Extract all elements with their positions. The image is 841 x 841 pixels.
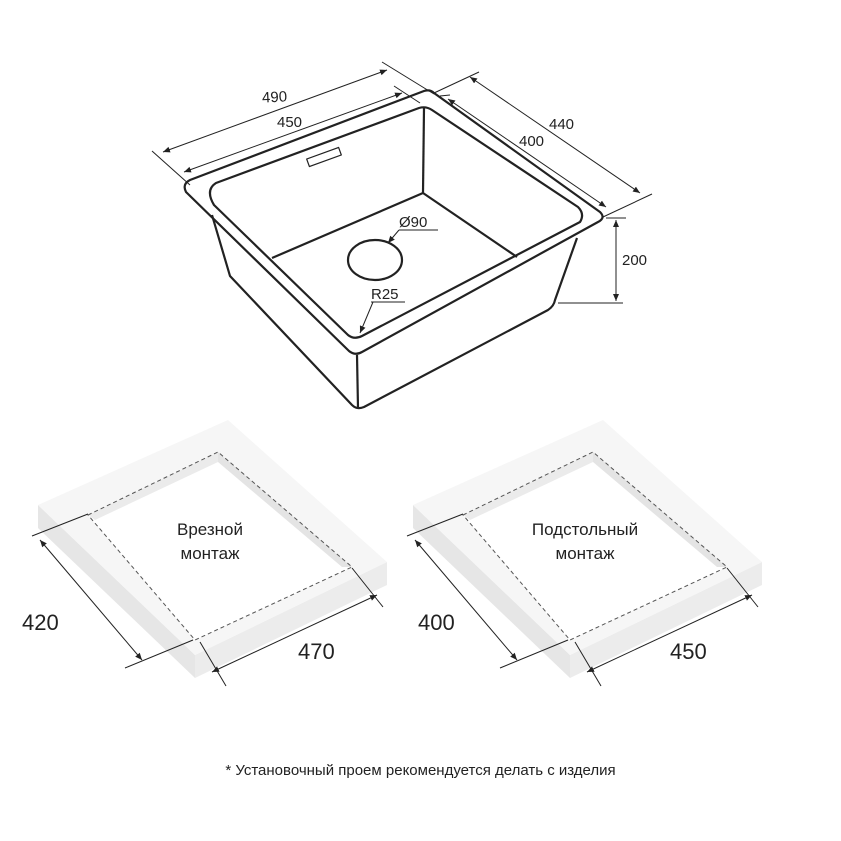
dim-drain: Ø90 <box>399 214 427 231</box>
mounting-flush-depth: 420 <box>22 610 59 635</box>
dim-height: 200 <box>622 252 647 269</box>
mounting-label-undermount-line1: Подстольный <box>532 520 638 539</box>
sink-front-edge <box>355 354 360 409</box>
footnote: * Установочный проем рекомендуется делат… <box>225 762 616 779</box>
mounting-slab-flush: Врезной монтаж 420 470 <box>22 420 387 687</box>
sink-drawing <box>183 89 604 410</box>
mounting-flush-width: 470 <box>298 639 335 664</box>
dim-outer-width: 490 <box>262 88 288 106</box>
sink-back-edge <box>421 107 426 194</box>
mounting-label-flush-line1: Врезной <box>177 520 243 539</box>
sink-rim-outer <box>183 89 604 355</box>
drain-hole <box>346 238 404 282</box>
sink-bowl-top <box>208 106 584 339</box>
mounting-label-undermount-line2: монтаж <box>556 544 616 563</box>
mounting-label-flush-line2: монтаж <box>181 544 241 563</box>
mounting-undermount-depth: 400 <box>418 610 455 635</box>
sink-body <box>210 214 579 410</box>
dim-radius: R25 <box>371 286 399 303</box>
sink-bowl-floor <box>271 191 518 260</box>
dim-inner-depth: 400 <box>519 133 544 150</box>
sink-dimension-labels: 490 450 440 400 200 Ø90 R25 <box>262 88 647 303</box>
brand-plate <box>306 146 342 168</box>
mounting-slab-undermount: Подстольный монтаж 400 450 <box>406 420 762 687</box>
dim-outer-depth: 440 <box>549 116 574 133</box>
mounting-undermount-width: 450 <box>670 639 707 664</box>
dim-inner-width: 450 <box>277 114 302 131</box>
sink-dimensions <box>151 61 653 334</box>
